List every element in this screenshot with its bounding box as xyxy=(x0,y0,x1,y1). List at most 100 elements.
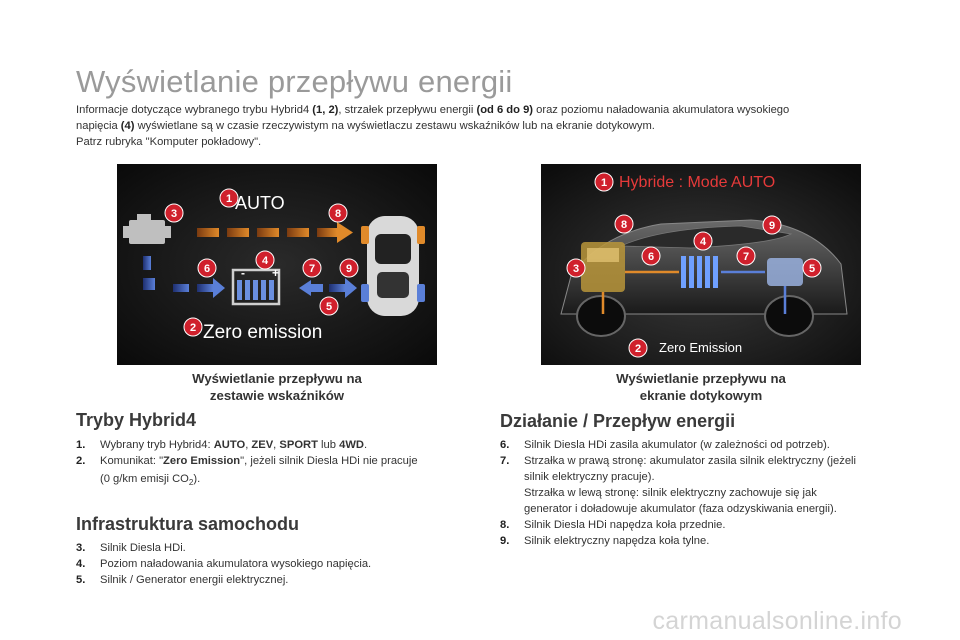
item-text: . xyxy=(363,439,368,451)
list-item: 2. Komunikat: "Zero Emission", jeżeli si… xyxy=(76,453,476,491)
badge-2: 2 xyxy=(628,338,648,358)
item-number: 5. xyxy=(76,574,86,586)
badge-3: 3 xyxy=(566,258,586,278)
intro-paragraph: Informacje dotyczące wybranego trybu Hyb… xyxy=(76,102,896,150)
intro-text: Informacje dotyczące wybranego trybu Hyb… xyxy=(76,104,313,116)
badge-9: 9 xyxy=(339,258,359,278)
item-text: ", jeżeli silnik Diesla HDi nie pracuje xyxy=(240,455,418,467)
section-title-tryby: Tryby Hybrid4 xyxy=(76,410,197,430)
rear-motor-icon xyxy=(767,258,803,286)
caption-line: ekranie dotykowym xyxy=(639,388,763,403)
intro-text: napięcia xyxy=(76,120,121,132)
rear-flow-arrows xyxy=(299,278,357,298)
badge-3: 3 xyxy=(164,203,184,223)
item-number: 3. xyxy=(76,542,86,554)
badge-number: 7 xyxy=(743,251,749,263)
item-text: Silnik Diesla HDi. xyxy=(100,542,186,554)
list-item: 1. Wybrany tryb Hybrid4: AUTO, ZEV, SPOR… xyxy=(76,437,476,453)
badge-number: 3 xyxy=(171,208,177,220)
caption-line: zestawie wskaźników xyxy=(209,388,345,403)
intro-ref: (4) xyxy=(120,120,135,132)
badge-5: 5 xyxy=(319,296,339,316)
list-item: 8. Silnik Diesla HDi napędza koła przedni… xyxy=(500,517,900,533)
badge-number: 4 xyxy=(700,236,707,248)
item-text: Silnik Diesla HDi zasila akumulator (w z… xyxy=(524,439,830,451)
item-number: 9. xyxy=(500,535,510,547)
mode-name: SPORT xyxy=(279,439,318,451)
infra-list: 3. Silnik Diesla HDi. 4. Poziom naładowani… xyxy=(76,540,476,588)
mode-name: ZEV xyxy=(251,439,274,451)
badge-number: 9 xyxy=(346,263,352,275)
touchscreen-flow-graphic: Hybride : Mode AUTO Zero Emission 1 2 3 … xyxy=(541,164,861,365)
item-text: Silnik Diesla HDi napędza koła przednie. xyxy=(524,519,726,531)
item-number: 8. xyxy=(500,519,510,531)
intro-text: Patrz rubryka "Komputer pokładowy". xyxy=(76,136,262,148)
item-subline: (0 g/km emisji CO2). xyxy=(100,471,476,491)
item-text: lub xyxy=(317,439,340,451)
engine-icon xyxy=(581,242,625,292)
cluster-caption: Wyświetlanie przepływu na zestawie wskaź… xyxy=(117,370,437,404)
page-title: Wyświetlanie przepływu energii xyxy=(76,64,513,99)
item-text: Silnik / Generator energii elektrycznej. xyxy=(100,574,289,586)
dzialanie-list: 6. Silnik Diesla HDi zasila akumulator (w… xyxy=(500,437,900,549)
caption-line: Wyświetlanie przepływu na xyxy=(192,371,362,386)
item-number: 1. xyxy=(76,439,86,451)
item-text: (0 g/km emisji CO xyxy=(100,473,189,485)
item-text: , xyxy=(273,439,280,451)
item-number: 4. xyxy=(76,558,86,570)
badge-8: 8 xyxy=(328,203,348,223)
watermark: carmanualsonline.info xyxy=(652,607,902,635)
badge-5: 5 xyxy=(802,258,822,278)
car-silhouette-icon xyxy=(560,219,848,337)
battery-cells-icon xyxy=(681,256,718,288)
badge-number: 8 xyxy=(621,219,627,231)
touchscreen-flow-image: Hybride : Mode AUTO Zero Emission 1 2 3 … xyxy=(541,164,861,365)
badge-number: 9 xyxy=(769,220,775,232)
item-text: Wybrany tryb Hybrid4: xyxy=(100,439,214,451)
list-item: 3. Silnik Diesla HDi. xyxy=(76,540,476,556)
zero-emission-label: Zero Emission xyxy=(659,340,742,355)
intro-text: wyświetlane są w czasie rzeczywistym na … xyxy=(134,120,655,132)
section-title-dzialanie: Działanie / Przepływ energii xyxy=(500,411,736,431)
item-text: Poziom naładowania akumulatora wysokiego… xyxy=(100,558,372,570)
section-title-infra: Infrastruktura samochodu xyxy=(76,514,300,534)
engine-icon xyxy=(123,214,171,244)
badge-9: 9 xyxy=(762,215,782,235)
item-text: Strzałka w lewą stronę: silnik elektrycz… xyxy=(524,487,817,499)
item-number: 2. xyxy=(76,455,86,467)
car-top-view-icon xyxy=(361,216,425,316)
list-item: 9. Silnik elektryczny napędza koła tylne. xyxy=(500,533,900,549)
badge-number: 6 xyxy=(648,251,654,263)
item-number: 7. xyxy=(500,455,510,467)
item-text: Silnik elektryczny napędza koła tylne. xyxy=(524,535,710,547)
caption-line: Wyświetlanie przepływu na xyxy=(616,371,786,386)
intro-ref: (1, 2) xyxy=(312,104,339,116)
cluster-flow-image: - + AUTO Zero emission 1 2 3 4 5 6 7 xyxy=(117,164,437,365)
mode-name: AUTO xyxy=(213,439,246,451)
mode-name: 4WD xyxy=(339,439,364,451)
badge-number: 7 xyxy=(309,263,315,275)
badge-4: 4 xyxy=(255,250,275,270)
item-text: ). xyxy=(193,473,201,485)
list-item: 7. Strzałka w prawą stronę: akumulator z… xyxy=(500,453,900,517)
touchscreen-caption: Wyświetlanie przepływu na ekranie dotyko… xyxy=(541,370,861,404)
recharge-flow-path xyxy=(143,256,225,298)
badge-7: 7 xyxy=(736,246,756,266)
intro-text: , strzałek przepływu energii xyxy=(338,104,477,116)
badge-number: 8 xyxy=(335,208,341,220)
badge-number: 5 xyxy=(809,263,815,275)
item-text: Strzałka w prawą stronę: akumulator zasi… xyxy=(524,455,857,467)
badge-number: 1 xyxy=(601,177,607,189)
zero-emission-label: Zero emission xyxy=(203,322,322,343)
mode-label: Hybride : Mode AUTO xyxy=(619,174,775,191)
battery-minus-label: - xyxy=(241,266,245,280)
cluster-flow-graphic: - + AUTO Zero emission 1 2 3 4 5 6 7 xyxy=(117,164,437,365)
badge-2: 2 xyxy=(183,317,203,337)
subscript: 2 xyxy=(188,478,194,488)
badge-1: 1 xyxy=(594,172,614,192)
badge-number: 5 xyxy=(326,301,332,313)
intro-ref: (od 6 do 9) xyxy=(476,104,534,116)
badge-number: 2 xyxy=(635,343,641,355)
tryby-list: 1. Wybrany tryb Hybrid4: AUTO, ZEV, SPOR… xyxy=(76,437,476,491)
item-number: 6. xyxy=(500,439,510,451)
